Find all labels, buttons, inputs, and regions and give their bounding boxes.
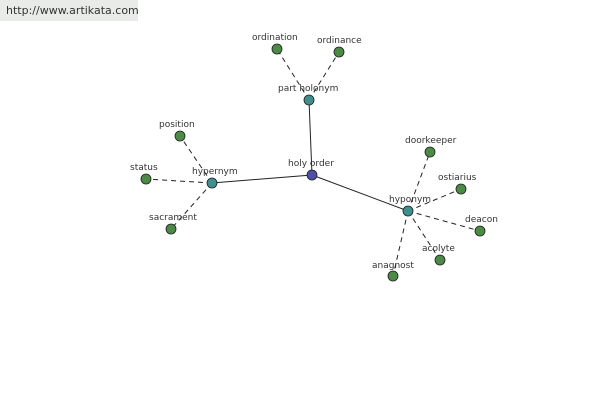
label-position: position [159,120,195,130]
url-banner: http://www.artikata.com [0,0,139,21]
label-doorkeeper: doorkeeper [405,136,457,146]
edge-hypernym-position [179,135,213,184]
label-hypernym: hypernym [192,167,238,177]
edge-hyponym-acolyte [407,210,441,261]
label-sacrament: sacrament [149,213,197,223]
edge-hyponym-anagnost [392,210,409,277]
label-acolyte: acolyte [422,244,455,254]
label-ordination: ordination [252,33,298,43]
label-anagnost: anagnost [372,261,414,271]
edge-center-part-holonym [308,99,313,176]
label-center: holy order [288,159,334,169]
node-hyponym[interactable] [402,205,414,217]
label-part-holonym: part holonym [278,84,338,94]
node-hypernym[interactable] [206,177,218,189]
node-status[interactable] [140,173,152,185]
edge-center-hypernym [211,174,313,184]
nodes-layer [140,43,486,282]
node-anagnost[interactable] [387,270,399,282]
edges-layer [145,48,481,277]
node-position[interactable] [174,130,186,142]
url-link[interactable]: http://www.artikata.com [6,4,139,17]
labels-layer: holy order part holonym ordination ordinanc… [130,33,498,271]
edge-hyponym-deacon [407,210,481,232]
node-sacrament[interactable] [165,223,177,235]
edge-part-holonym-ordination [276,48,310,101]
node-part-holonym[interactable] [303,94,315,106]
label-ostiarius: ostiarius [438,173,477,183]
node-doorkeeper[interactable] [424,146,436,158]
node-center[interactable] [306,169,318,181]
node-acolyte[interactable] [434,254,446,266]
edge-part-holonym-ordinance [308,51,340,101]
label-status: status [130,163,158,173]
node-ordination[interactable] [271,43,283,55]
edge-center-hyponym [311,174,409,212]
node-ostiarius[interactable] [455,183,467,195]
edge-hyponym-ostiarius [407,188,462,212]
node-deacon[interactable] [474,225,486,237]
node-ordinance[interactable] [333,46,345,58]
edge-hypernym-sacrament [170,182,213,230]
edge-hyponym-doorkeeper [407,151,431,212]
label-hyponym: hyponym [389,195,431,205]
label-ordinance: ordinance [317,36,362,46]
edge-hypernym-status [145,178,213,184]
label-deacon: deacon [465,215,498,225]
